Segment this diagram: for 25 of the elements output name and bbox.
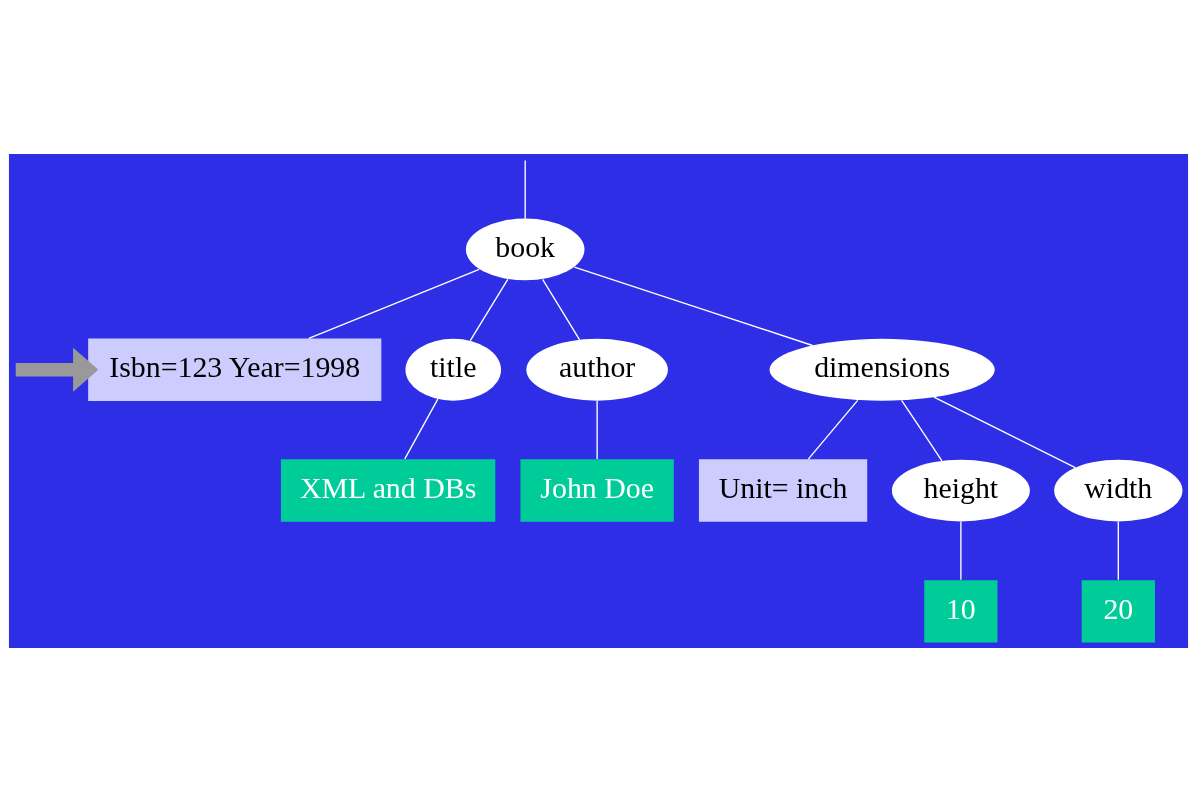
connector	[541, 278, 581, 341]
connector	[596, 400, 598, 460]
connector	[960, 521, 962, 581]
node-ellipse: dimensions	[769, 338, 995, 401]
node-box: John Doe	[520, 459, 674, 522]
connector	[469, 278, 509, 342]
node-box: 10	[924, 580, 998, 643]
node-ellipse: height	[891, 459, 1030, 522]
connector	[573, 266, 814, 347]
arrow	[15, 347, 99, 392]
connector	[404, 398, 439, 460]
connector	[1117, 521, 1119, 581]
node-ellipse: width	[1054, 459, 1183, 522]
connector	[900, 399, 943, 462]
connector	[807, 399, 859, 460]
node-ellipse: author	[526, 338, 668, 401]
node-ellipse: title	[405, 338, 502, 401]
connector	[524, 159, 526, 220]
connector	[933, 396, 1076, 469]
node-ellipse: book	[465, 218, 585, 281]
node-box: XML and DBs	[280, 459, 496, 522]
node-box: 20	[1081, 580, 1155, 643]
connector	[308, 268, 480, 340]
node-box: Isbn=123 Year=1998	[88, 338, 382, 401]
node-box: Unit= inch	[698, 459, 868, 522]
